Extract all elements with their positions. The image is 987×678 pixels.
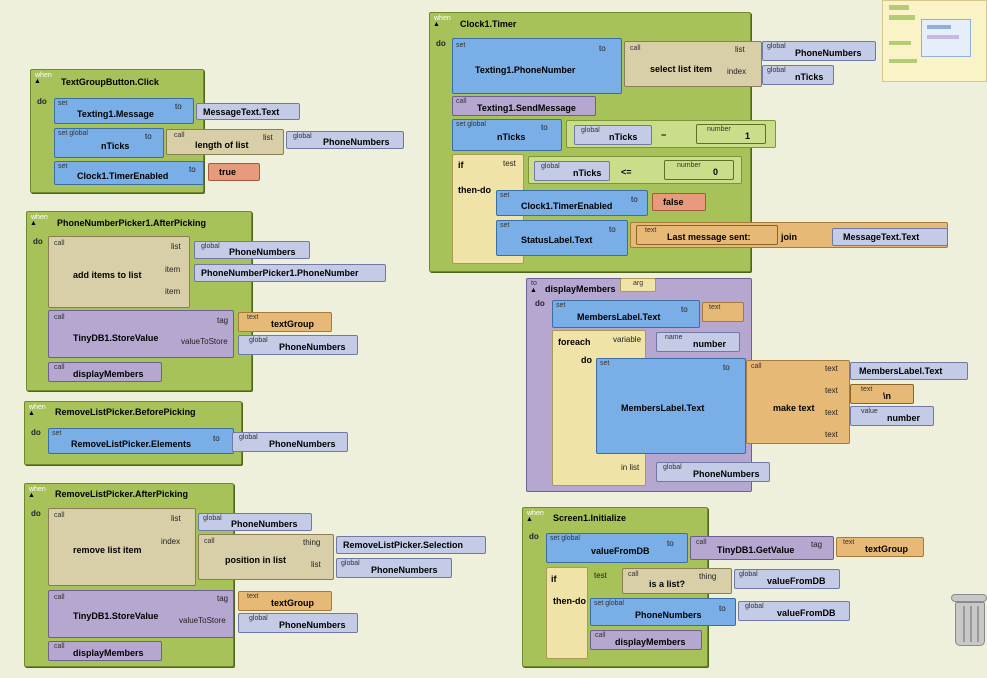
set-block[interactable]: set Clock1.TimerEnabled to: [54, 161, 204, 185]
minimap-block: [889, 41, 911, 45]
minimap-block: [889, 5, 909, 10]
call-displaymembers[interactable]: call displayMembers: [48, 362, 162, 382]
property-getter[interactable]: PhoneNumberPicker1.PhoneNumber: [194, 264, 386, 282]
number-literal[interactable]: number 0: [664, 160, 734, 180]
event-title: TextGroupButton.Click: [61, 77, 159, 87]
global-getter[interactable]: global PhoneNumbers: [656, 462, 770, 482]
global-getter[interactable]: global nTicks: [762, 65, 834, 85]
global-getter[interactable]: global PhoneNumbers: [238, 613, 358, 633]
collapse-triangle-icon[interactable]: ▲: [530, 287, 537, 294]
text-literal[interactable]: text textGroup: [836, 537, 924, 557]
global-getter[interactable]: global PhoneNumbers: [194, 241, 310, 259]
call-displaymembers[interactable]: call displayMembers: [48, 641, 162, 661]
property-getter[interactable]: MessageText.Text: [196, 103, 300, 120]
global-getter[interactable]: global PhoneNumbers: [762, 41, 876, 61]
global-getter[interactable]: global valueFromDB: [738, 601, 850, 621]
call-is-a-list[interactable]: call is a list? thing: [622, 568, 732, 594]
call-select-list-item[interactable]: call select list item list index: [624, 41, 762, 87]
set-block[interactable]: set Clock1.TimerEnabled to: [496, 190, 648, 216]
global-getter[interactable]: global valueFromDB: [734, 569, 840, 589]
set-block[interactable]: set StatusLabel.Text to: [496, 220, 628, 256]
variable-name[interactable]: name number: [656, 332, 740, 352]
minimap-block: [927, 25, 951, 29]
call-block[interactable]: call length of list list: [166, 129, 284, 155]
set-block[interactable]: set Texting1.Message to: [54, 98, 194, 124]
procedure-arg-mutator[interactable]: arg: [620, 278, 656, 292]
collapse-triangle-icon[interactable]: ▲: [28, 410, 35, 417]
minimap-block: [889, 15, 915, 20]
call-displaymembers[interactable]: call displayMembers: [590, 630, 702, 650]
text-literal-empty[interactable]: text: [702, 302, 744, 322]
collapse-triangle-icon[interactable]: ▲: [34, 78, 41, 85]
workspace-minimap[interactable]: [882, 0, 987, 82]
collapse-triangle-icon[interactable]: ▲: [28, 492, 35, 499]
set-block[interactable]: set RemoveListPicker.Elements to: [48, 428, 234, 454]
call-remove-list-item[interactable]: call remove list item list index: [48, 508, 196, 586]
text-literal[interactable]: text textGroup: [238, 591, 332, 611]
collapse-triangle-icon[interactable]: ▲: [30, 220, 37, 227]
set-global-block[interactable]: set global PhoneNumbers to: [590, 598, 736, 626]
set-block[interactable]: set Texting1.PhoneNumber to: [452, 38, 622, 94]
global-getter[interactable]: global PhoneNumbers: [238, 335, 358, 355]
set-global-block[interactable]: set global nTicks to: [452, 119, 562, 151]
global-getter[interactable]: global nTicks: [574, 125, 652, 145]
call-texting-sendmessage[interactable]: call Texting1.SendMessage: [452, 96, 596, 116]
global-getter[interactable]: global PhoneNumbers: [286, 131, 404, 149]
call-tinydb-storevalue[interactable]: call TinyDB1.StoreValue tag valueToStore: [48, 590, 234, 638]
set-block[interactable]: set MembersLabel.Text to: [552, 300, 700, 328]
boolean-true[interactable]: true: [208, 163, 260, 181]
set-global-block[interactable]: set global valueFromDB to: [546, 533, 688, 563]
global-getter[interactable]: global PhoneNumbers: [198, 513, 312, 531]
global-getter[interactable]: global PhoneNumbers: [232, 432, 348, 452]
set-block[interactable]: set MembersLabel.Text to: [596, 358, 746, 454]
boolean-false[interactable]: false: [652, 193, 706, 211]
call-add-items-to-list[interactable]: call add items to list list item item: [48, 236, 190, 308]
collapse-triangle-icon[interactable]: ▲: [433, 21, 440, 28]
collapse-triangle-icon[interactable]: ▲: [526, 516, 533, 523]
property-getter[interactable]: MembersLabel.Text: [850, 362, 968, 380]
call-tinydb-storevalue[interactable]: call TinyDB1.StoreValue tag valueToStore: [48, 310, 234, 358]
trash-can-icon[interactable]: [951, 590, 987, 648]
if-block[interactable]: if then-do: [546, 567, 588, 659]
minimap-block: [889, 59, 917, 63]
text-literal-newline[interactable]: text \n: [850, 384, 914, 404]
number-literal[interactable]: number 1: [696, 124, 766, 144]
text-literal[interactable]: text textGroup: [238, 312, 332, 332]
property-getter[interactable]: RemoveListPicker.Selection: [336, 536, 486, 554]
property-getter[interactable]: MessageText.Text: [832, 228, 948, 246]
call-tinydb-getvalue[interactable]: call TinyDB1.GetValue tag: [690, 536, 834, 560]
text-literal[interactable]: text Last message sent:: [636, 225, 778, 245]
minimap-block: [927, 35, 959, 39]
call-position-in-list[interactable]: call position in list thing list: [198, 534, 334, 580]
set-global-block[interactable]: set global nTicks to: [54, 128, 164, 158]
make-text-block[interactable]: call make text text text text text: [746, 360, 850, 444]
variable-getter[interactable]: value number: [850, 406, 934, 426]
global-getter[interactable]: global PhoneNumbers: [336, 558, 452, 578]
global-getter[interactable]: global nTicks: [534, 161, 610, 181]
